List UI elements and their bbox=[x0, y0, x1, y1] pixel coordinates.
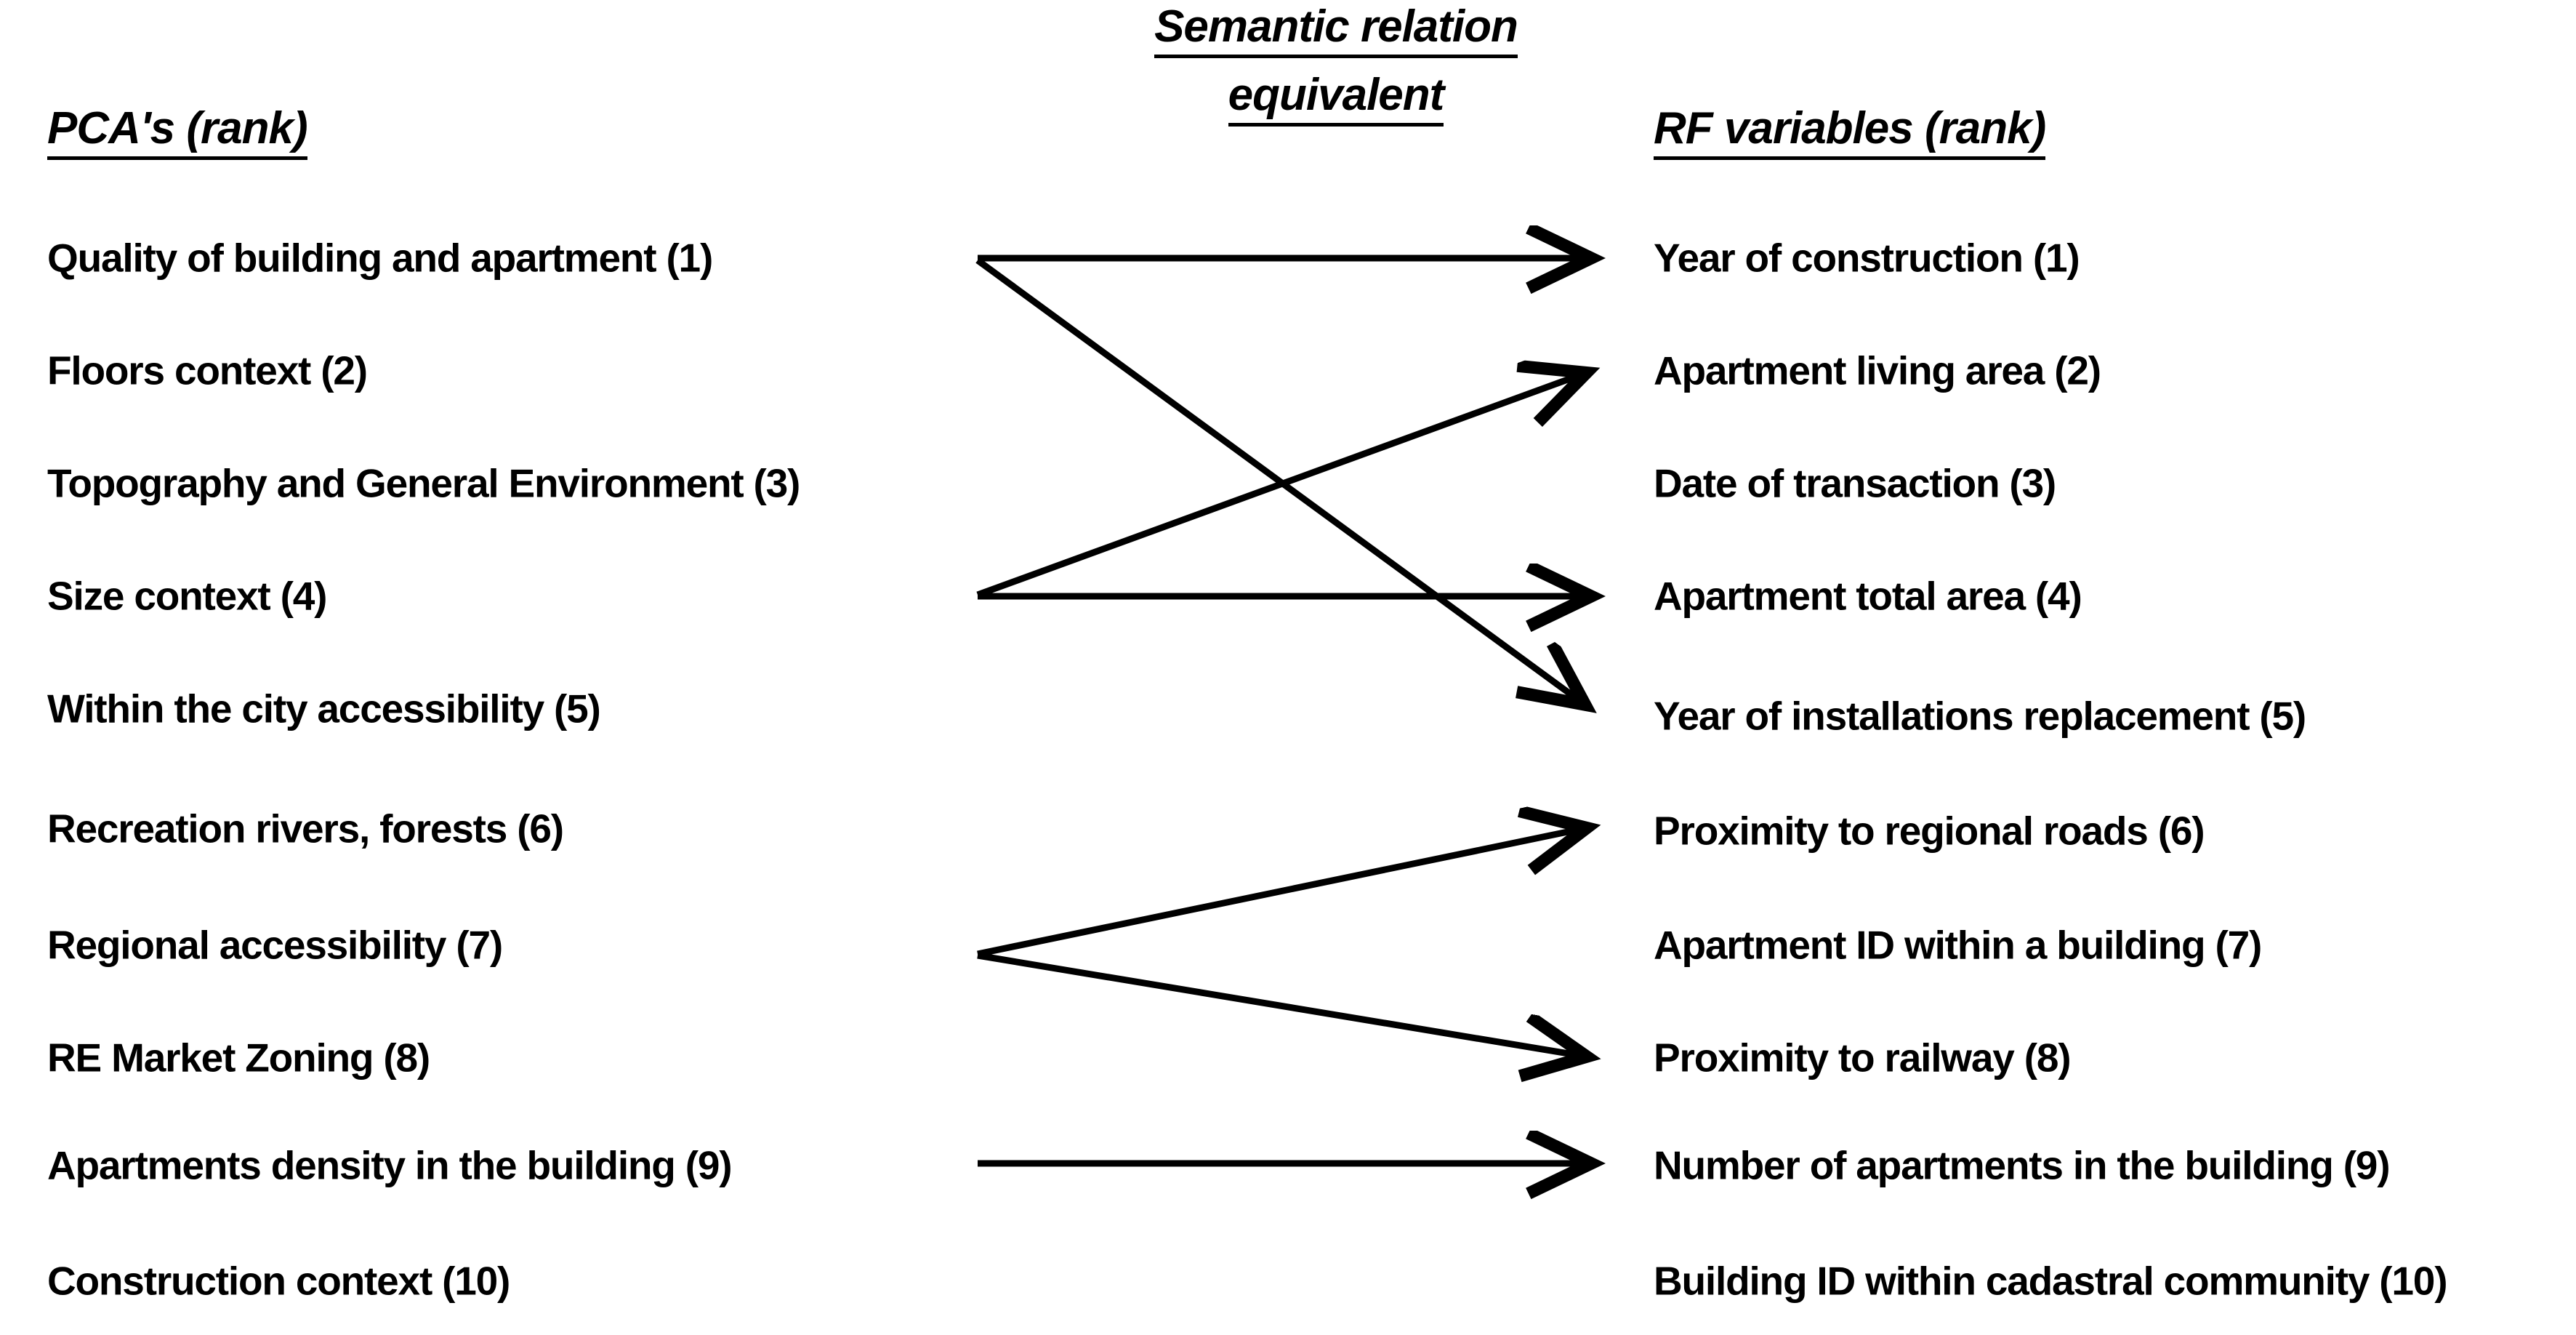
pca-item-3: Topography and General Environment (3) bbox=[47, 460, 800, 506]
pca-item-9: Apartments density in the building (9) bbox=[47, 1142, 733, 1188]
pca-item-4: Size context (4) bbox=[47, 573, 327, 619]
rf-item-4: Apartment total area (4) bbox=[1654, 573, 2082, 619]
rf-item-5: Year of installations replacement (5) bbox=[1654, 693, 2306, 739]
pca-item-10: Construction context (10) bbox=[47, 1258, 510, 1304]
pca-item-1: Quality of building and apartment (1) bbox=[47, 235, 713, 281]
pca-item-7: Regional accessibility (7) bbox=[47, 922, 503, 968]
right-column-header: RF variables (rank) bbox=[1654, 102, 2046, 161]
pca-item-8: RE Market Zoning (8) bbox=[47, 1035, 430, 1081]
arrow-pca7-to-rf8 bbox=[977, 952, 1582, 1056]
rf-item-7: Apartment ID within a building (7) bbox=[1654, 922, 2262, 968]
pca-item-2: Floors context (2) bbox=[47, 348, 368, 393]
pca-item-5: Within the city accessibility (5) bbox=[47, 686, 601, 731]
pca-item-6: Recreation rivers, forests (6) bbox=[47, 806, 564, 851]
rf-item-2: Apartment living area (2) bbox=[1654, 348, 2101, 393]
rf-item-8: Proximity to railway (8) bbox=[1654, 1035, 2072, 1081]
center-column-header-line1: Semantic relation bbox=[1154, 0, 1518, 59]
rf-item-1: Year of construction (1) bbox=[1654, 235, 2080, 281]
rf-item-6: Proximity to regional roads (6) bbox=[1654, 808, 2205, 854]
left-column-header-label: PCA's (rank) bbox=[47, 102, 308, 161]
left-column-header: PCA's (rank) bbox=[47, 102, 308, 161]
arrow-pca7-to-rf6 bbox=[977, 829, 1582, 958]
rf-item-3: Date of transaction (3) bbox=[1654, 460, 2056, 506]
arrow-pca1-to-rf5 bbox=[975, 257, 1581, 702]
right-column-header-label: RF variables (rank) bbox=[1654, 102, 2046, 161]
center-column-header: Semantic relation equivalent bbox=[1074, 0, 1598, 137]
rf-item-9: Number of apartments in the building (9) bbox=[1654, 1142, 2391, 1188]
rf-item-10: Building ID within cadastral community (… bbox=[1654, 1258, 2448, 1304]
center-column-header-line2: equivalent bbox=[1228, 68, 1444, 127]
arrow-pca4-to-rf2 bbox=[976, 374, 1582, 598]
